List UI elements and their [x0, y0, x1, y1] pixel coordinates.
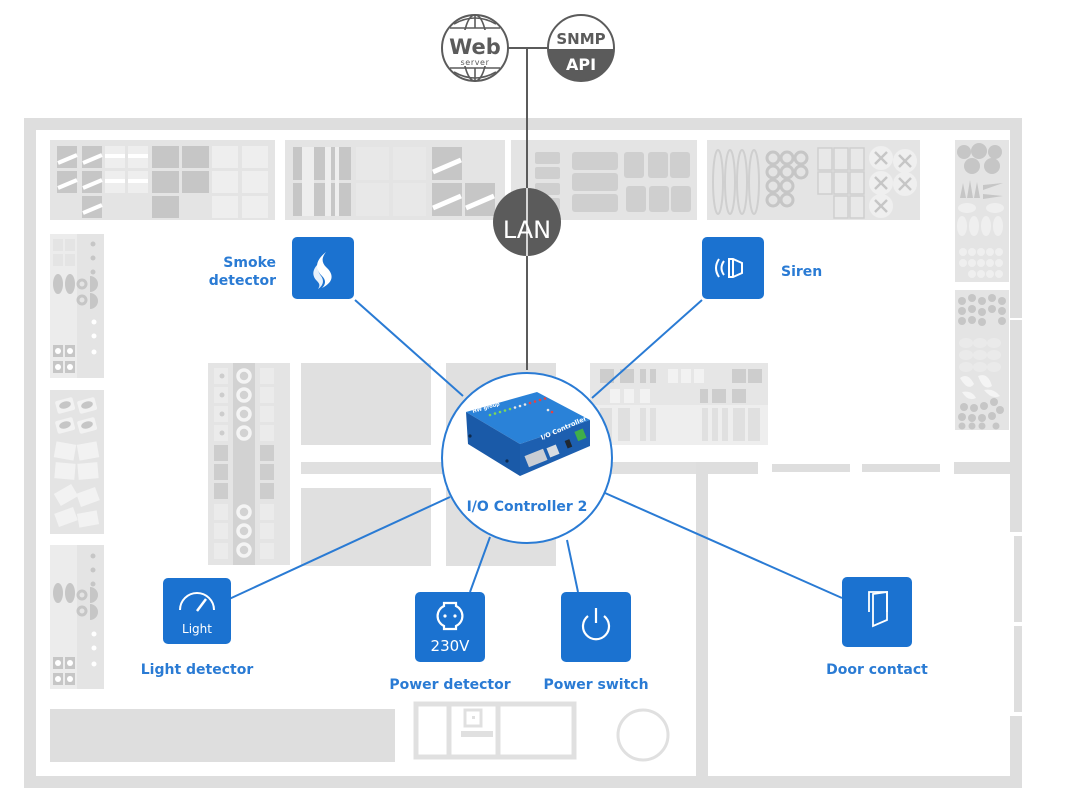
flame-icon — [313, 252, 332, 289]
gauge-icon — [179, 592, 215, 612]
outer-wall-bottom — [24, 776, 1022, 788]
shelf-top-mid-left — [285, 140, 505, 220]
checkout-block — [413, 701, 577, 760]
web-server-sublabel: server — [461, 58, 490, 67]
counter-bottom-left — [50, 709, 395, 762]
smoke-detector-tile[interactable] — [292, 237, 354, 299]
outer-wall-right-mid — [1010, 320, 1022, 470]
led-strip — [488, 397, 554, 417]
power-switch-tile[interactable] — [561, 592, 631, 662]
outer-wall-left — [24, 118, 36, 788]
link-siren — [591, 299, 703, 399]
siren-label: Siren — [781, 264, 822, 280]
shelf-left-1 — [50, 234, 104, 378]
light-detector-label: Light detector — [141, 662, 254, 678]
socket-icon — [436, 601, 464, 631]
round-table — [616, 708, 670, 762]
siren-tile[interactable] — [702, 237, 764, 299]
power-detector-tile[interactable]: 230V — [415, 592, 485, 662]
snmp-label: SNMP — [556, 30, 605, 48]
shelf-center-left-column — [208, 363, 290, 565]
io-controller-node[interactable]: HW group I/O Controller 2 — [441, 372, 613, 544]
shelf-top-left — [50, 140, 275, 220]
power-jack — [564, 439, 573, 449]
link-power-switch — [566, 539, 579, 593]
door-icon — [868, 590, 888, 628]
web-server-node[interactable]: Web server — [441, 14, 509, 82]
checkout-dot — [472, 716, 475, 719]
sensor-links — [226, 299, 843, 601]
lan-node[interactable]: LAN — [493, 188, 561, 256]
ethernet-port — [546, 444, 560, 458]
io-controller-device-image: HW group I/O Controller 2 — [466, 392, 594, 476]
smoke-detector-label-line2: detector — [209, 273, 276, 289]
io-controller-label: I/O Controller 2 — [467, 499, 588, 515]
lan-label: LAN — [503, 216, 551, 244]
shelf-right-upper — [955, 140, 1009, 282]
outer-wall-right-upper — [1010, 118, 1022, 318]
power-detector-label: Power detector — [389, 677, 510, 693]
outer-wall-top — [24, 118, 1022, 130]
floorplan — [24, 118, 1022, 788]
api-label: API — [566, 55, 596, 74]
speaker-icon — [715, 258, 743, 278]
power-tile-text: 230V — [431, 637, 471, 655]
link-light — [226, 496, 451, 601]
snmp-api-node[interactable]: SNMP API — [547, 14, 615, 82]
right-room-walls — [696, 462, 1022, 788]
light-detector-tile[interactable]: Light — [163, 578, 231, 644]
link-smoke — [354, 299, 464, 397]
web-server-label: Web — [449, 35, 501, 59]
power-switch-label: Power switch — [543, 677, 648, 693]
checkout-belt — [461, 731, 493, 737]
door-contact-tile[interactable] — [842, 577, 912, 647]
shelf-right-lower — [955, 290, 1009, 430]
shelf-left-2 — [50, 390, 104, 534]
power-icon — [581, 608, 611, 641]
smoke-detector-label-line1: Smoke — [223, 255, 276, 271]
shelf-center-c — [301, 488, 431, 566]
shelf-center-right — [590, 363, 768, 445]
serial-port — [524, 448, 548, 468]
door-contact-label: Door contact — [826, 662, 928, 678]
terminal-block — [574, 428, 587, 442]
shelf-top-right — [707, 140, 920, 220]
shelf-center-a — [301, 363, 431, 445]
shelf-left-3 — [50, 545, 104, 689]
link-door — [604, 492, 843, 599]
link-power-detector — [469, 536, 491, 593]
light-tile-text: Light — [182, 622, 212, 636]
